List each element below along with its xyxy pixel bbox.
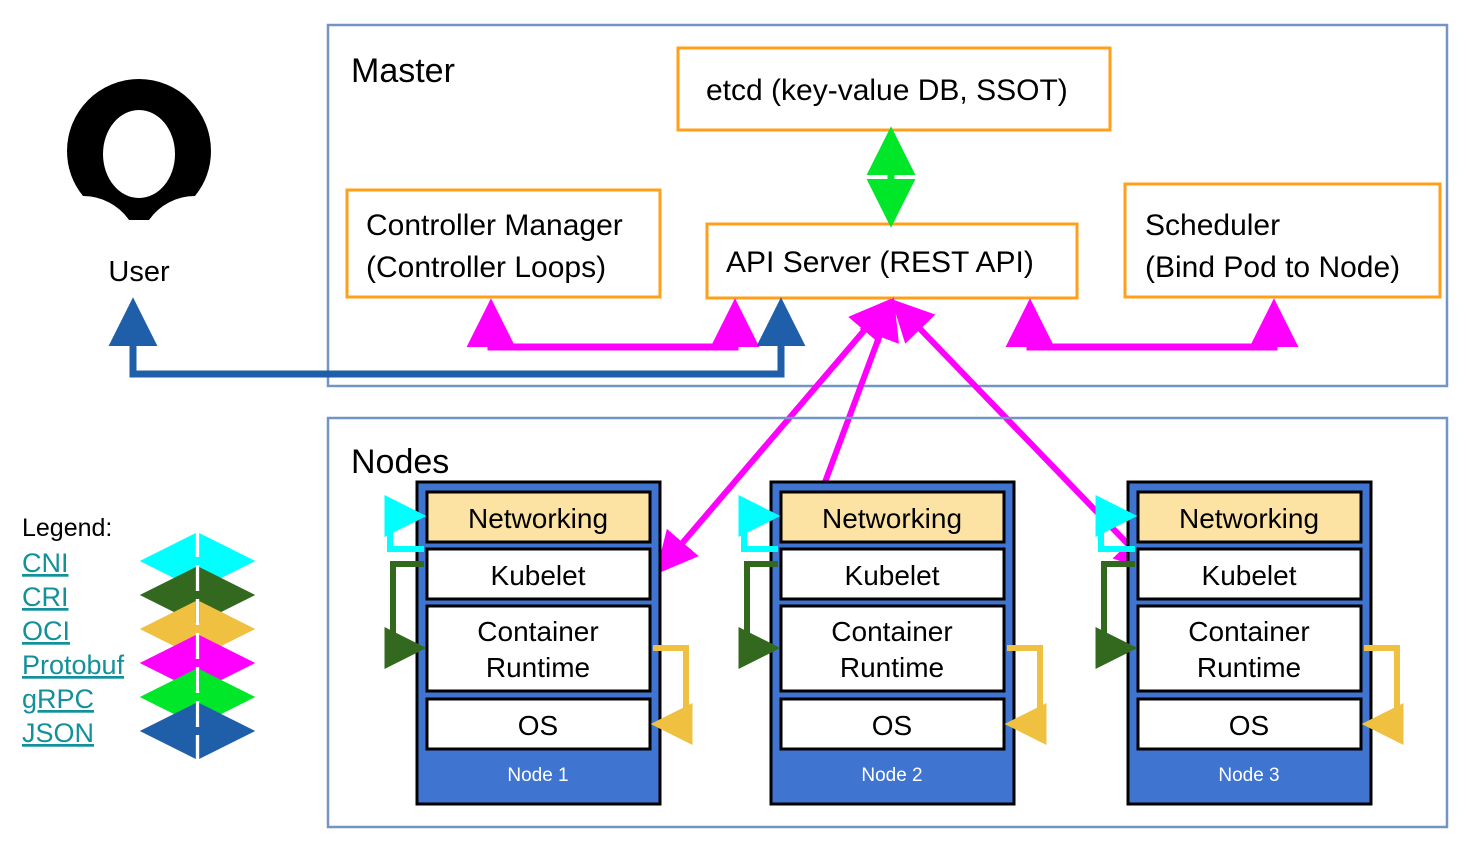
scheduler-label-line1: Scheduler: [1145, 209, 1280, 242]
node-2-kubelet-label: Kubelet: [845, 560, 940, 591]
legend-item-cni-label[interactable]: CNI: [22, 548, 69, 578]
node-3-networking-rect[interactable]: [1136, 490, 1363, 544]
node-3-name-label: Node 3: [1218, 765, 1279, 786]
connection-node2-kubelet-networking-cni: [738, 495, 781, 552]
scheduler-box-rect: [1123, 182, 1442, 299]
connection-node3-runtime-os-oci: [1361, 645, 1404, 745]
node-2-container-runtime-label-line1: Container: [831, 616, 952, 647]
node-2-name-label: Node 2: [861, 765, 922, 786]
scheduler-box[interactable]: Scheduler (Bind Pod to Node): [1123, 182, 1442, 299]
legend-item-json-label[interactable]: JSON: [22, 718, 94, 748]
node-2-networking-label: Networking: [822, 503, 962, 534]
node-3-os-rect[interactable]: [1136, 697, 1363, 751]
connection-scheduler-apiserver-protobuf: [1005, 298, 1299, 351]
node-3-kubelet-label: Kubelet: [1202, 560, 1297, 591]
node-1-kubelet-label: Kubelet: [491, 560, 586, 591]
node-3-container-runtime-label-line1: Container: [1188, 616, 1309, 647]
legend: Legend: CNI CRI OCI Protobuf gRPC JSON: [22, 514, 256, 759]
node-1-kubelet-rect[interactable]: [425, 547, 652, 601]
nodes-group-title: Nodes: [351, 443, 449, 481]
controller-manager-label-line2: (Controller Loops): [366, 251, 606, 284]
node-1-networking-rect[interactable]: [425, 490, 652, 544]
api-server-box[interactable]: API Server (REST API): [705, 222, 1079, 300]
node-2-os-rect[interactable]: [779, 697, 1006, 751]
node-2-container-runtime-rect[interactable]: [779, 604, 1006, 693]
connection-node1-runtime-os-oci: [650, 645, 693, 745]
connection-node2-runtime-os-oci: [1004, 645, 1047, 745]
node-3-kubelet-rect[interactable]: [1136, 547, 1363, 601]
connection-user-apiserver-json: [108, 297, 806, 378]
connection-node1-kubelet-runtime-cri: [384, 561, 427, 669]
controller-manager-box-rect: [345, 188, 662, 299]
controller-manager-label-line1: Controller Manager: [366, 209, 623, 242]
node-1-os-rect[interactable]: [425, 697, 652, 751]
node-1-container-runtime-label-line1: Container: [477, 616, 598, 647]
connection-node3-kubelet-runtime-cri: [1095, 561, 1138, 669]
user-avatar-icon: [67, 79, 211, 220]
legend-item-grpc-label[interactable]: gRPC: [22, 684, 94, 714]
node-1-networking-label: Networking: [468, 503, 608, 534]
connection-controller-apiserver-protobuf: [466, 298, 760, 351]
node-3-os-label: OS: [1229, 710, 1269, 741]
user-figure: User: [67, 79, 211, 288]
node-3-container-runtime-label-line2: Runtime: [1197, 652, 1301, 683]
node-1-os-label: OS: [518, 710, 558, 741]
connection-node2-kubelet-runtime-cri: [738, 561, 781, 669]
user-label: User: [108, 256, 170, 288]
node-1-container-runtime-label-line2: Runtime: [486, 652, 590, 683]
etcd-label: etcd (key-value DB, SSOT): [706, 74, 1068, 107]
legend-item-protobuf-label[interactable]: Protobuf: [22, 650, 125, 680]
etcd-box[interactable]: etcd (key-value DB, SSOT): [676, 46, 1112, 132]
legend-item-cri-label[interactable]: CRI: [22, 582, 69, 612]
api-server-label: API Server (REST API): [726, 246, 1034, 279]
node-2[interactable]: Networking Kubelet Container Runtime OS …: [769, 480, 1016, 806]
node-1[interactable]: Networking Kubelet Container Runtime OS …: [415, 480, 662, 806]
node-2-kubelet-rect[interactable]: [779, 547, 1006, 601]
connection-node3-kubelet-networking-cni: [1095, 495, 1138, 552]
legend-item-oci-label[interactable]: OCI: [22, 616, 70, 646]
node-2-networking-rect[interactable]: [779, 490, 1006, 544]
connection-node1-kubelet-networking-cni: [384, 495, 427, 552]
master-group-title: Master: [351, 52, 455, 90]
node-3-container-runtime-rect[interactable]: [1136, 604, 1363, 693]
node-2-container-runtime-label-line2: Runtime: [840, 652, 944, 683]
node-3-networking-label: Networking: [1179, 503, 1319, 534]
node-1-name-label: Node 1: [507, 765, 568, 786]
legend-title: Legend:: [22, 514, 112, 542]
node-1-container-runtime-rect[interactable]: [425, 604, 652, 693]
node-3[interactable]: Networking Kubelet Container Runtime OS …: [1126, 480, 1373, 806]
node-2-os-label: OS: [872, 710, 912, 741]
scheduler-label-line2: (Bind Pod to Node): [1145, 251, 1400, 284]
nodes-group-container: [326, 416, 1449, 829]
controller-manager-box[interactable]: Controller Manager (Controller Loops): [345, 188, 662, 299]
